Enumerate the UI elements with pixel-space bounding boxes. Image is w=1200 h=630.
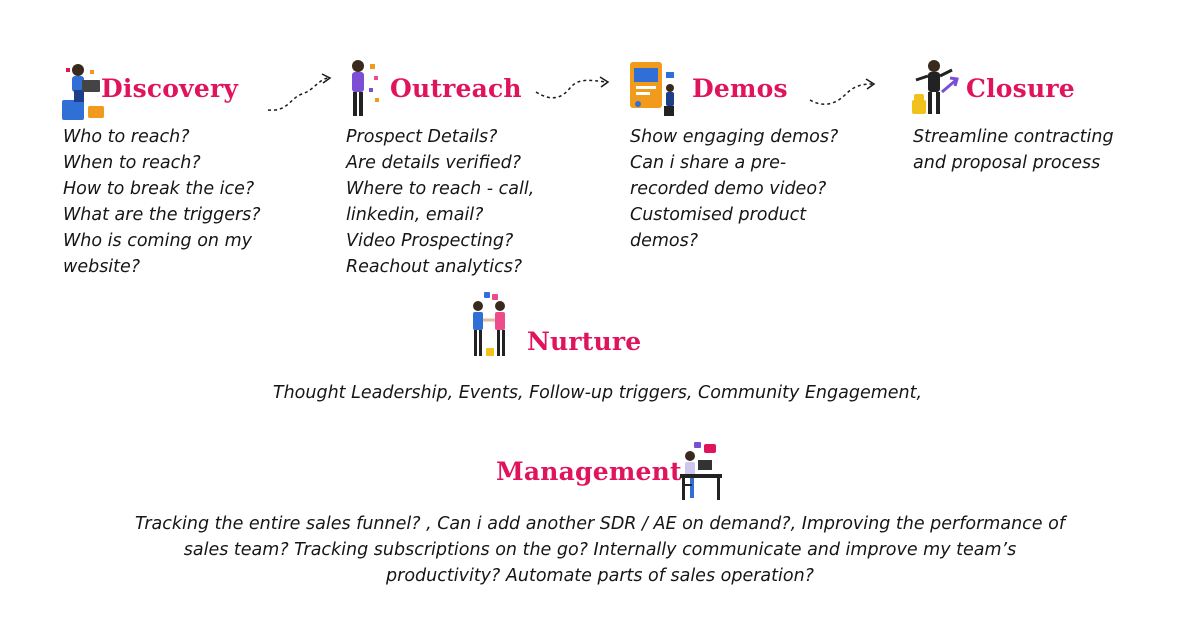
description-line: sales team? Tracking subscriptions on th… [183,540,1017,560]
dashed-arrow-icon [808,78,878,114]
description-line: Tracking the entire sales funnel? , Can … [134,514,1065,534]
stage-title-closure: Closure [966,74,1075,103]
stage-title-demos: Demos [692,74,788,103]
question-line: Customised product [630,205,807,225]
question-line: Can i share a pre- [630,153,787,173]
question-line: Reachout analytics? [346,257,523,277]
question-line: Are details verified? [346,153,522,173]
description-line: productivity? Automate parts of sales op… [386,566,814,586]
dashed-arrow-icon [266,72,336,118]
question-line: Prospect Details? [346,127,498,147]
stage-title-outreach: Outreach [390,74,522,103]
question-line: Where to reach - call, [346,179,535,199]
question-line: Video Prospecting? [346,231,514,251]
stage-questions-demos: Show engaging demos? Can i share a pre- … [630,124,838,254]
question-line: Streamline contracting [913,127,1114,147]
person-demo-board-icon [628,60,678,122]
dashed-arrow-icon [534,72,614,108]
person-desk-icon [678,440,724,506]
description-line: Thought Leadership, Events, Follow-up tr… [272,383,923,403]
handshake-icon [468,292,512,364]
question-line: Show engaging demos? [630,127,839,147]
management-title: Management [496,457,682,486]
management-description: Tracking the entire sales funnel? , Can … [0,511,1200,589]
question-line: linkedin, email? [346,205,484,225]
stage-title-discovery: Discovery [101,74,239,103]
stage-questions-closure: Streamline contracting and proposal proc… [913,124,1114,176]
nurture-description: Thought Leadership, Events, Follow-up tr… [0,380,1195,406]
question-line: How to break the ice? [63,179,255,199]
question-line: demos? [630,231,699,251]
question-line: recorded demo video? [630,179,827,199]
question-line: website? [63,257,141,277]
question-line: Who is coming on my [63,231,252,251]
question-line: What are the triggers? [63,205,261,225]
nurture-title: Nurture [527,327,642,356]
stage-questions-outreach: Prospect Details? Are details verified? … [346,124,534,280]
person-thinking-icon [344,58,384,124]
stage-questions-discovery: Who to reach? When to reach? How to brea… [63,124,261,280]
question-line: Who to reach? [63,127,190,147]
question-line: and proposal process [913,153,1101,173]
person-growth-chart-icon [908,58,960,122]
person-laptop-icon [60,62,108,126]
question-line: When to reach? [63,153,201,173]
